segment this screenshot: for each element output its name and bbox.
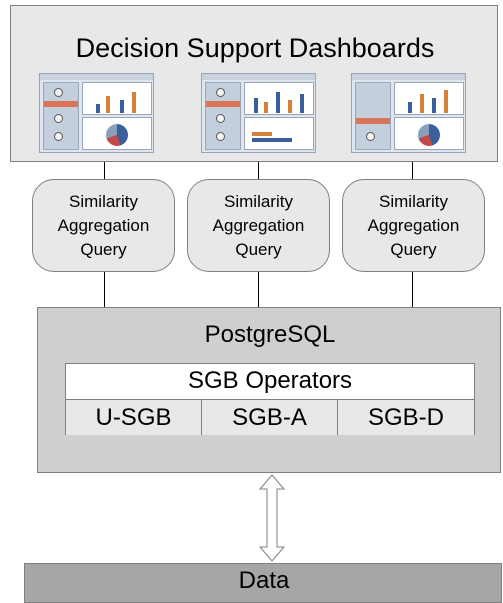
sgb-operators-box: SGB Operators U-SGB SGB-A SGB-D — [65, 363, 475, 435]
dashboard-thumbnail-1 — [39, 73, 154, 153]
query-line: Similarity — [69, 192, 138, 211]
query-line: Query — [390, 240, 437, 259]
dashboard-thumbnail-3 — [351, 73, 466, 153]
connector-line — [412, 272, 413, 307]
query-line: Query — [80, 240, 127, 259]
connector-line — [104, 272, 105, 307]
query-line: Aggregation — [212, 216, 305, 235]
similarity-query-2: Similarity Aggregation Query — [187, 179, 330, 272]
connector-line — [258, 162, 259, 179]
connector-line — [104, 162, 105, 179]
dashboard-thumbnail-2 — [201, 73, 316, 153]
query-line: Aggregation — [367, 216, 460, 235]
query-line: Similarity — [379, 192, 448, 211]
query-line: Query — [235, 240, 282, 259]
bidirectional-arrow-icon — [258, 474, 286, 562]
similarity-query-3: Similarity Aggregation Query — [342, 179, 485, 272]
dashboards-panel: Decision Support Dashboards — [10, 5, 498, 162]
connector-line — [412, 162, 413, 179]
connector-line — [258, 272, 259, 307]
postgresql-title: PostgreSQL — [204, 321, 336, 348]
operator-sgb-a: SGB-A — [202, 399, 338, 435]
query-line: Similarity — [224, 192, 293, 211]
sgb-operators-title: SGB Operators — [187, 367, 353, 394]
dashboards-title: Decision Support Dashboards — [75, 33, 435, 63]
data-label: Data — [238, 567, 290, 594]
query-line: Aggregation — [57, 216, 150, 235]
data-panel: Data — [24, 563, 502, 603]
similarity-query-1: Similarity Aggregation Query — [32, 179, 175, 272]
operator-sgb-d: SGB-D — [338, 399, 474, 435]
operator-u-sgb: U-SGB — [66, 399, 202, 435]
postgresql-panel: PostgreSQL SGB Operators U-SGB SGB-A SGB… — [37, 307, 501, 473]
